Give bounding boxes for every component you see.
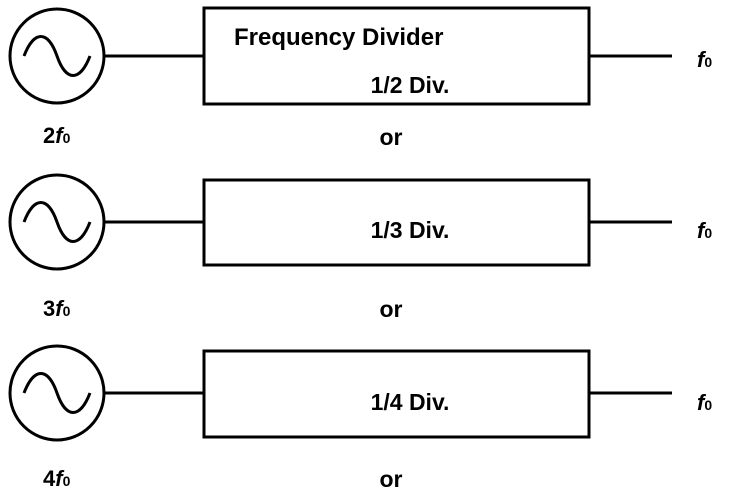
- or-separator: or: [380, 296, 403, 322]
- sine-wave-icon: [22, 201, 92, 243]
- diagram-title: Frequency Divider: [234, 24, 443, 51]
- or-separator: or: [380, 124, 403, 150]
- sine-wave-icon: [22, 35, 92, 77]
- divider-row-3: 1/4 Div. f0 4f0 or: [8, 344, 712, 489]
- output-frequency-label: f0: [697, 218, 712, 243]
- sine-wave-icon: [22, 372, 92, 414]
- or-separator: or: [380, 466, 403, 489]
- divider-label: 1/4 Div.: [371, 389, 450, 415]
- divider-row-1: Frequency Divider 1/2 Div. f0 2f0 or: [8, 6, 712, 150]
- divider-row-2: 1/3 Div. f0 3f0 or: [8, 173, 712, 322]
- divider-label: 1/2 Div.: [371, 72, 450, 98]
- output-frequency-label: f0: [697, 47, 712, 72]
- divider-label: 1/3 Div.: [371, 217, 450, 243]
- source-frequency-label: 2f0: [43, 123, 71, 148]
- output-frequency-label: f0: [697, 390, 712, 415]
- source-frequency-label: 4f0: [43, 466, 71, 489]
- source-frequency-label: 3f0: [43, 296, 71, 321]
